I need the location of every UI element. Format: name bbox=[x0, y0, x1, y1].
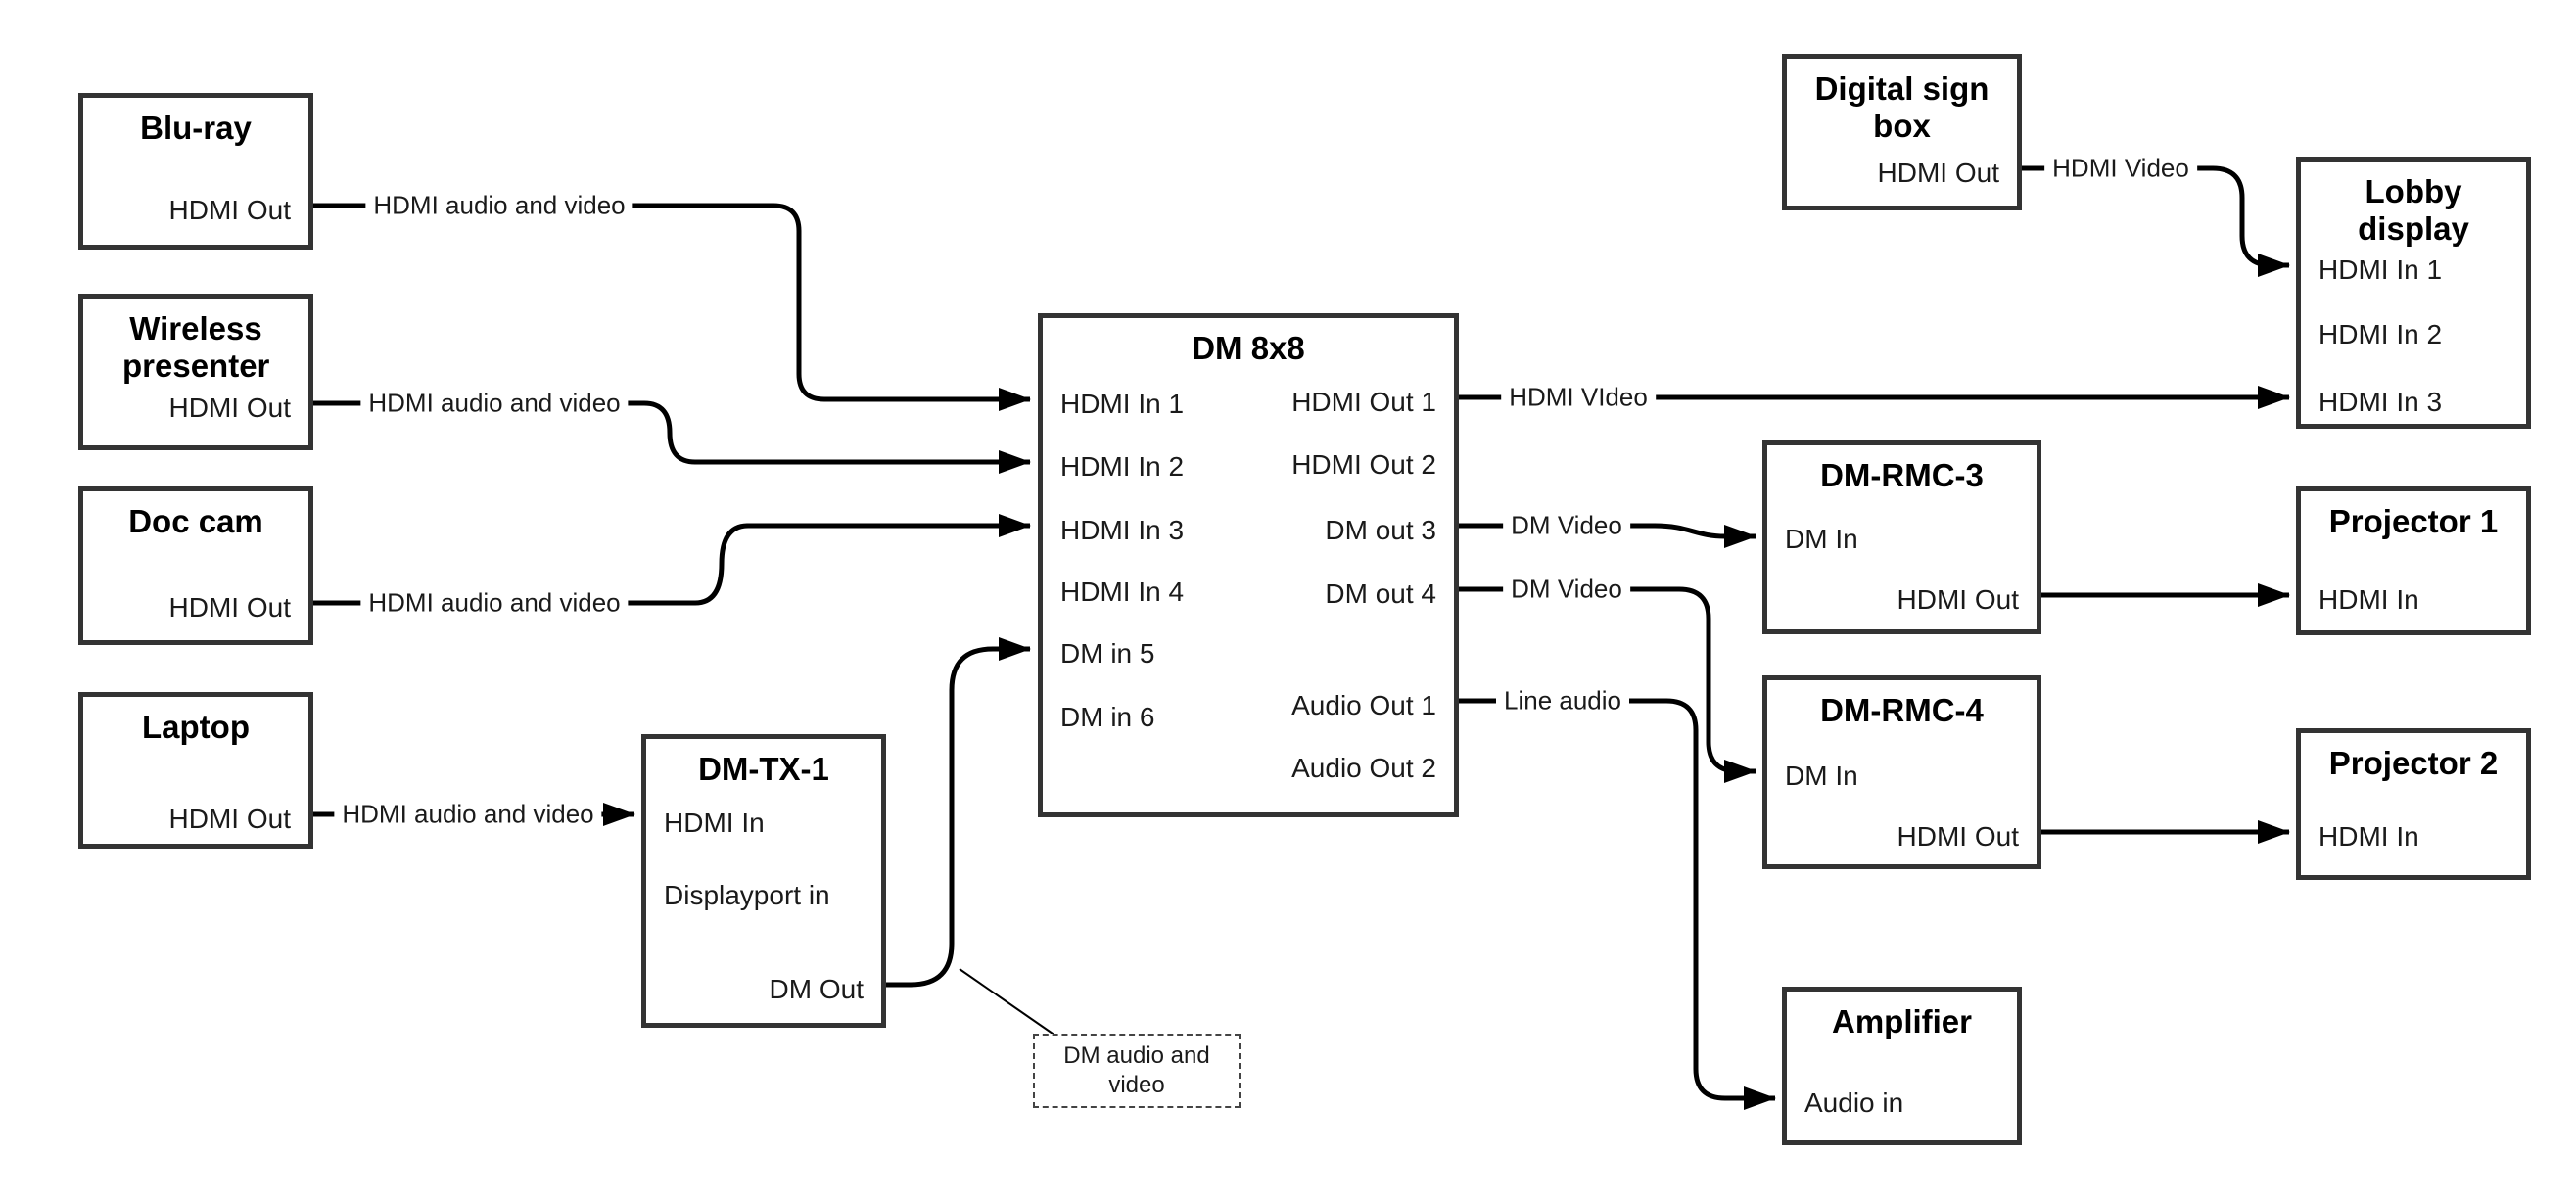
port-wireless-hdmi-out: HDMI Out bbox=[168, 393, 291, 423]
port-doccam-hdmi-out: HDMI Out bbox=[168, 592, 291, 623]
port-dmtx1-dm-out: DM Out bbox=[769, 974, 864, 1004]
edge-label-doccam[interactable]: HDMI audio and video bbox=[360, 586, 629, 620]
node-amplifier-title: Amplifier bbox=[1831, 1003, 1973, 1039]
edge-label-laptop[interactable]: HDMI audio and video bbox=[334, 798, 602, 831]
port-dm8x8-dm-out-3: DM out 3 bbox=[1325, 515, 1436, 545]
port-dm8x8-audio-out-1: Audio Out 1 bbox=[1291, 690, 1436, 720]
port-dm8x8-hdmi-in-4: HDMI In 4 bbox=[1060, 577, 1185, 607]
node-rmc3[interactable]: DM-RMC-3 DM In HDMI Out bbox=[1762, 440, 2041, 634]
edge-label-line-audio[interactable]: Line audio bbox=[1496, 684, 1629, 717]
edge-dmtx1-to-dm8x8-in5[interactable] bbox=[886, 637, 1031, 988]
node-rmc4-title: DM-RMC-4 bbox=[1820, 692, 1984, 728]
port-dm8x8-hdmi-in-2: HDMI In 2 bbox=[1060, 451, 1185, 482]
port-dm8x8-dm-out-4: DM out 4 bbox=[1325, 578, 1436, 609]
node-dm8x8-title: DM 8x8 bbox=[1192, 330, 1305, 366]
port-amplifier-audio-in: Audio in bbox=[1804, 1087, 1904, 1118]
port-lobby-hdmi-in-1: HDMI In 1 bbox=[2318, 254, 2443, 285]
edge-label-wireless[interactable]: HDMI audio and video bbox=[360, 387, 629, 420]
port-rmc3-dm-in: DM In bbox=[1785, 524, 1858, 554]
node-dmtx1-title: DM-TX-1 bbox=[698, 751, 829, 787]
port-digital-sign-hdmi-out: HDMI Out bbox=[1877, 158, 1999, 188]
edge-label-hdmi-video-out1[interactable]: HDMI VIdeo bbox=[1501, 381, 1656, 414]
node-lobby-title: Lobby display bbox=[2358, 173, 2469, 247]
node-digital-sign-title: Digital sign box bbox=[1814, 70, 1990, 144]
node-bluray-title: Blu-ray bbox=[140, 110, 252, 146]
node-digital-sign[interactable]: Digital sign box HDMI Out bbox=[1782, 54, 2022, 210]
port-dmtx1-displayport-in: Displayport in bbox=[664, 880, 830, 910]
port-dm8x8-dm-in-5: DM in 5 bbox=[1060, 638, 1155, 669]
port-lobby-hdmi-in-3: HDMI In 3 bbox=[2318, 387, 2443, 417]
callout-text: DM audio and video bbox=[1063, 1042, 1210, 1098]
edge-bluray-to-dm8x8-in1[interactable] bbox=[313, 203, 1031, 411]
node-wireless-title: Wireless presenter bbox=[122, 310, 270, 384]
edge-doccam-to-dm8x8-in3[interactable] bbox=[313, 514, 1031, 606]
node-doccam-title: Doc cam bbox=[128, 503, 263, 539]
edge-dm8x8-audio1-to-amp[interactable] bbox=[1459, 698, 1776, 1110]
edge-dm8x8-out3-to-rmc3[interactable] bbox=[1459, 523, 1756, 548]
port-dm8x8-hdmi-out-2: HDMI Out 2 bbox=[1291, 449, 1436, 480]
node-doccam[interactable]: Doc cam HDMI Out bbox=[78, 486, 313, 645]
edge-wireless-to-dm8x8-in2[interactable] bbox=[313, 400, 1031, 474]
port-dmtx1-hdmi-in: HDMI In bbox=[664, 808, 765, 838]
port-lobby-hdmi-in-2: HDMI In 2 bbox=[2318, 319, 2443, 349]
port-rmc3-hdmi-out: HDMI Out bbox=[1897, 584, 2019, 615]
port-rmc4-hdmi-out: HDMI Out bbox=[1897, 821, 2019, 852]
port-dm8x8-hdmi-in-3: HDMI In 3 bbox=[1060, 515, 1185, 545]
edge-label-dm-video-out3[interactable]: DM Video bbox=[1503, 509, 1630, 542]
edge-label-dm-video-out4[interactable]: DM Video bbox=[1503, 573, 1630, 606]
port-projector1-hdmi-in: HDMI In bbox=[2318, 584, 2419, 615]
edge-label-sign-hdmi-video[interactable]: HDMI Video bbox=[2044, 152, 2197, 185]
port-rmc4-dm-in: DM In bbox=[1785, 761, 1858, 791]
node-projector1-title: Projector 1 bbox=[2328, 503, 2499, 539]
node-projector2-title: Projector 2 bbox=[2328, 745, 2499, 781]
edge-label-bluray[interactable]: HDMI audio and video bbox=[365, 189, 633, 222]
node-lobby-display[interactable]: Lobby display HDMI In 1 HDMI In 2 HDMI I… bbox=[2296, 157, 2531, 429]
node-amplifier[interactable]: Amplifier Audio in bbox=[1782, 987, 2022, 1145]
node-dmtx1[interactable]: DM-TX-1 HDMI In Displayport in DM Out bbox=[641, 734, 886, 1028]
edge-dm8x8-out4-to-rmc4[interactable] bbox=[1459, 586, 1756, 783]
port-laptop-hdmi-out: HDMI Out bbox=[168, 804, 291, 834]
node-rmc3-title: DM-RMC-3 bbox=[1820, 457, 1984, 493]
port-dm8x8-hdmi-in-1: HDMI In 1 bbox=[1060, 389, 1185, 419]
callout-dm-audio-video[interactable]: DM audio and video bbox=[1033, 1034, 1241, 1108]
callout-leader-line bbox=[959, 968, 1056, 1037]
port-bluray-hdmi-out: HDMI Out bbox=[168, 195, 291, 225]
node-dm8x8[interactable]: DM 8x8 HDMI In 1 HDMI In 2 HDMI In 3 HDM… bbox=[1038, 313, 1459, 817]
node-projector1[interactable]: Projector 1 HDMI In bbox=[2296, 486, 2531, 635]
port-dm8x8-dm-in-6: DM in 6 bbox=[1060, 702, 1155, 732]
edge-sign-to-lobby-in1[interactable] bbox=[2022, 165, 2290, 277]
node-laptop-title: Laptop bbox=[142, 709, 250, 745]
node-projector2[interactable]: Projector 2 HDMI In bbox=[2296, 728, 2531, 880]
node-wireless-presenter[interactable]: Wireless presenter HDMI Out bbox=[78, 294, 313, 450]
port-dm8x8-hdmi-out-1: HDMI Out 1 bbox=[1291, 387, 1436, 417]
node-laptop[interactable]: Laptop HDMI Out bbox=[78, 692, 313, 849]
node-bluray[interactable]: Blu-ray HDMI Out bbox=[78, 93, 313, 250]
port-projector2-hdmi-in: HDMI In bbox=[2318, 821, 2419, 852]
node-rmc4[interactable]: DM-RMC-4 DM In HDMI Out bbox=[1762, 675, 2041, 869]
port-dm8x8-audio-out-2: Audio Out 2 bbox=[1291, 753, 1436, 783]
